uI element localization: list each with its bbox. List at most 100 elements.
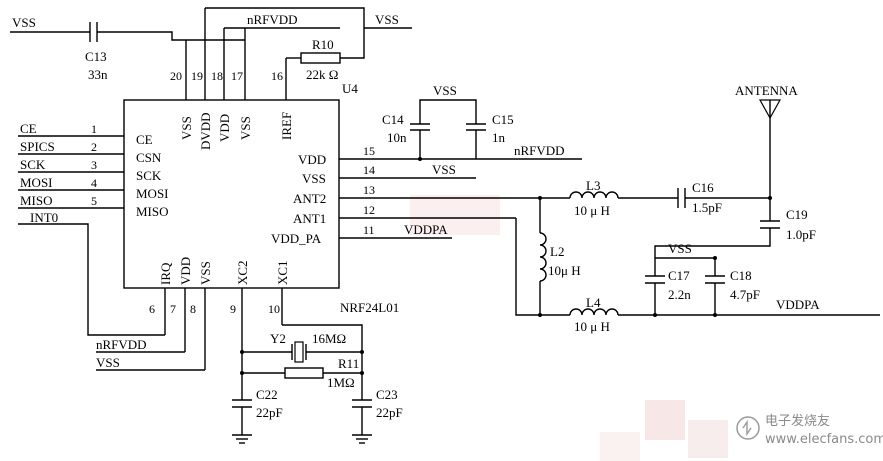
pin-name-csn: CSN (136, 150, 162, 165)
c13-ref: C13 (85, 49, 107, 64)
pin-number-6: 6 (149, 302, 155, 316)
pin-number-19: 19 (191, 69, 203, 83)
l2-ref: L2 (550, 244, 564, 259)
left-pins: CE SPICS SCK MOSI MISO 1 2 3 4 5 CE CSN … (18, 121, 169, 219)
c18-ref: C18 (730, 268, 752, 283)
pin-name-ce: CE (136, 132, 153, 147)
pin-name-sck: SCK (136, 168, 162, 183)
l3-value: 10 μ H (574, 203, 610, 218)
c23-value: 22pF (376, 405, 403, 420)
pin-number-4: 4 (91, 176, 97, 190)
pin-number-3: 3 (91, 158, 97, 172)
net-label-nrfvdd-bottom: nRFVDD (96, 337, 147, 352)
pin-name-miso: MISO (136, 204, 169, 219)
y2-ref: Y2 (270, 331, 286, 346)
chip-part-label: NRF24L01 (340, 300, 399, 315)
l4-value: 10 μ H (574, 319, 610, 334)
decoupling-caps: VSS C14 10n C15 1n nRFVDD VSS VDDPA (382, 83, 582, 237)
rf-matching-network: L3 10 μ H C16 1.5pF ANTENNA C19 1.0pF L2… (515, 83, 880, 334)
net-label-spics: SPICS (20, 139, 55, 154)
net-label-vss-c13: VSS (12, 15, 36, 30)
pin-name-mosi: MOSI (136, 186, 169, 201)
net-label-nrfvdd-caps: nRFVDD (514, 143, 565, 158)
c16-ref: C16 (692, 180, 714, 195)
chip-ref-label: U4 (342, 81, 358, 96)
pin-name-xc2: XC2 (235, 260, 250, 285)
pin-name-vss-17: VSS (238, 116, 253, 140)
c13-value: 33n (88, 67, 108, 82)
l2-value: 10μ H (548, 263, 581, 278)
c17-value: 2.2n (668, 287, 691, 302)
pin-number-2: 2 (91, 140, 97, 154)
pin-number-1: 1 (91, 122, 97, 136)
net-label-vddpa-right: VDDPA (776, 297, 820, 312)
pin-number-5: 5 (91, 194, 97, 208)
pin-name-vdd-pa: VDD_PA (271, 231, 322, 246)
pin-number-14: 14 (363, 163, 375, 177)
net-label-vss-caps: VSS (433, 83, 457, 98)
pin-name-vdd-7: VDD (178, 257, 193, 285)
top-pins: 20 19 18 17 16 VSS DVDD VDD VSS IREF (170, 8, 294, 150)
net-label-vss-rf: VSS (668, 241, 692, 256)
net-label-ce: CE (20, 121, 37, 136)
pin-name-vss-20: VSS (179, 116, 194, 140)
crystal-oscillator: Y2 16MΩ R11 1MΩ C22 22pF C23 22pF (232, 324, 403, 444)
pin-number-15: 15 (363, 144, 375, 158)
net-label-vss-pin14: VSS (432, 162, 456, 177)
antenna-label: ANTENNA (735, 83, 798, 98)
pin-number-11: 11 (363, 223, 375, 237)
pin-name-dvdd: DVDD (198, 112, 213, 150)
pin-name-ant2: ANT2 (293, 191, 326, 206)
y2-value: 16MΩ (312, 331, 346, 346)
pin-name-irq: IRQ (158, 262, 173, 285)
l3-ref: L3 (586, 178, 600, 193)
pin-name-vss-14: VSS (302, 171, 326, 186)
c19-ref: C19 (786, 207, 808, 222)
net-label-nrfvdd-top: nRFVDD (247, 12, 298, 27)
c22-ref: C22 (256, 387, 278, 402)
r11-value: 1MΩ (327, 375, 355, 390)
pin-name-vdd-15: VDD (298, 152, 326, 167)
r10-value: 22k Ω (306, 67, 338, 82)
c15-ref: C15 (492, 112, 514, 127)
pin-number-16: 16 (271, 69, 283, 83)
c16-value: 1.5pF (692, 200, 722, 215)
pin-number-8: 8 (190, 302, 196, 316)
c14-value: 10n (387, 130, 407, 145)
net-label-mosi: MOSI (20, 175, 53, 190)
bottom-pins: 6 7 8 9 10 IRQ VDD VSS XC2 XC1 (149, 257, 290, 370)
r10-ref: R10 (312, 37, 334, 52)
pin-number-18: 18 (211, 69, 223, 83)
nrf24l01-chip-body (123, 99, 340, 289)
pin-number-20: 20 (170, 69, 182, 83)
pin-name-xc1: XC1 (275, 260, 290, 285)
c22-value: 22pF (256, 405, 283, 420)
net-label-miso: MISO (20, 193, 53, 208)
pin-name-iref: IREF (279, 112, 294, 140)
net-label-vss-top: VSS (375, 12, 399, 27)
elecfans-logo-icon (736, 416, 760, 440)
c19-value: 1.0pF (786, 227, 816, 242)
c15-value: 1n (492, 130, 506, 145)
pin-number-12: 12 (363, 203, 375, 217)
pin-number-9: 9 (230, 302, 236, 316)
watermark-blocks (410, 195, 728, 461)
pin-name-vss-8: VSS (198, 261, 213, 285)
c14-ref: C14 (382, 112, 404, 127)
net-label-sck: SCK (20, 157, 46, 172)
top-nets: VSS C13 33n VSS nRFVDD R10 22k Ω (10, 7, 412, 82)
net-label-vss-bottom: VSS (96, 355, 120, 370)
c17-ref: C17 (668, 268, 690, 283)
c23-ref: C23 (376, 387, 398, 402)
net-label-vddpa-pin11: VDDPA (404, 222, 448, 237)
pin-name-ant1: ANT1 (293, 211, 326, 226)
right-pins: 15 14 13 12 11 VDD VSS ANT2 ANT1 VDD_PA (271, 144, 540, 246)
r11-ref: R11 (338, 356, 359, 371)
pin-number-13: 13 (363, 183, 375, 197)
net-label-int0: INT0 (30, 210, 58, 225)
watermark-url: www.elecfans.com (765, 432, 883, 447)
pin-number-17: 17 (231, 69, 243, 83)
watermark-text: 电子发烧友 (765, 413, 830, 429)
